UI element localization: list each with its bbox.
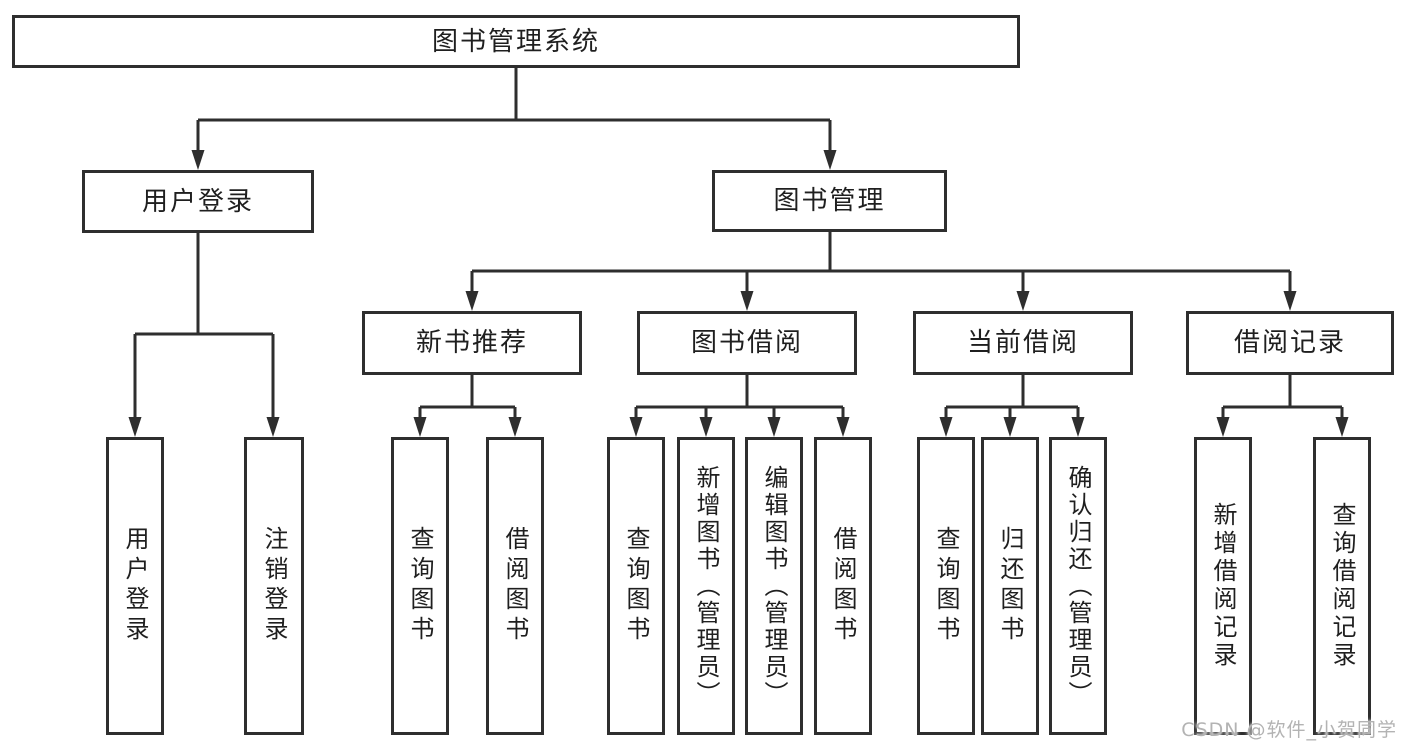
arrow-down-icon <box>939 417 953 437</box>
arrow-down-icon <box>1283 291 1297 311</box>
arrow-down-icon <box>266 417 280 437</box>
leaf-borrow-books-2: 借阅图书 <box>814 437 872 735</box>
leaf-edit-books-admin: 编辑图书（管理员） <box>745 437 803 735</box>
node-book-management: 图书管理 <box>712 170 947 232</box>
leaf-query-books-3: 查询图书 <box>917 437 975 735</box>
arrow-down-icon <box>128 417 142 437</box>
arrow-down-icon <box>740 291 754 311</box>
node-root-system: 图书管理系统 <box>12 15 1020 68</box>
arrow-down-icon <box>413 417 427 437</box>
leaf-return-books: 归还图书 <box>981 437 1039 735</box>
arrow-down-icon <box>836 417 850 437</box>
node-current-borrow: 当前借阅 <box>913 311 1133 375</box>
leaf-add-books-admin: 新增图书（管理员） <box>677 437 735 735</box>
arrow-down-icon <box>823 150 837 170</box>
node-user-login: 用户登录 <box>82 170 314 233</box>
arrow-down-icon <box>465 291 479 311</box>
leaf-query-books-2: 查询图书 <box>607 437 665 735</box>
arrow-down-icon <box>699 417 713 437</box>
leaf-query-books-1: 查询图书 <box>391 437 449 735</box>
leaf-query-borrow-record: 查询借阅记录 <box>1313 437 1371 735</box>
node-new-book-recommend: 新书推荐 <box>362 311 582 375</box>
arrow-down-icon <box>629 417 643 437</box>
arrow-down-icon <box>1335 417 1349 437</box>
node-book-borrow: 图书借阅 <box>637 311 857 375</box>
arrow-down-icon <box>1016 291 1030 311</box>
arrow-down-icon <box>1071 417 1085 437</box>
leaf-logout: 注销登录 <box>244 437 304 735</box>
arrow-down-icon <box>191 150 205 170</box>
arrow-down-icon <box>767 417 781 437</box>
arrow-down-icon <box>1003 417 1017 437</box>
csdn-watermark: CSDN @软件_小贺同学 <box>1181 719 1397 741</box>
leaf-add-borrow-record: 新增借阅记录 <box>1194 437 1252 735</box>
leaf-user-login: 用户登录 <box>106 437 164 735</box>
arrow-down-icon <box>508 417 522 437</box>
leaf-borrow-books-1: 借阅图书 <box>486 437 544 735</box>
arrow-down-icon <box>1216 417 1230 437</box>
node-borrow-record: 借阅记录 <box>1186 311 1394 375</box>
leaf-confirm-return-admin: 确认归还（管理员） <box>1049 437 1107 735</box>
